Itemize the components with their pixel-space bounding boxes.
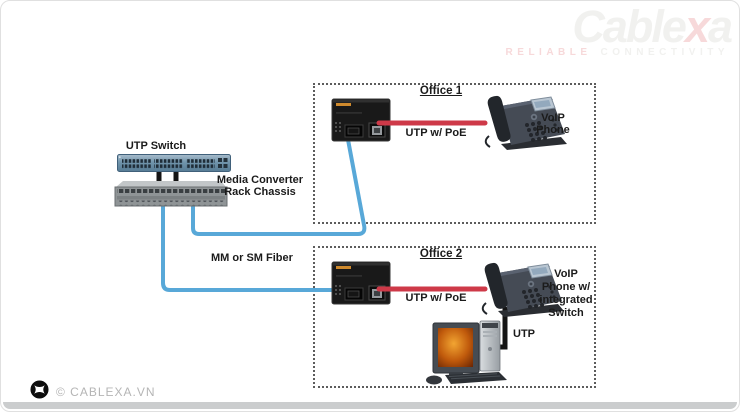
office2-media-converter-device [331, 261, 391, 305]
brand-tagline-word1: RELIABLE [505, 47, 592, 58]
rack-chassis-device [113, 180, 229, 208]
office2-pc-cable-label: UTP [513, 328, 535, 340]
rack-chassis-label: Media Converter Rack Chassis [216, 174, 304, 198]
brand-watermark-accent: x [684, 1, 710, 52]
office2-box [313, 246, 596, 388]
utp-switch-label: UTP Switch [125, 140, 187, 152]
office2-title: Office 2 [419, 248, 463, 260]
brand-tagline: RELIABLE CONNECTIVITY [506, 47, 729, 58]
office2-phone-label: VoIP Phone w/ integrated Switch [539, 268, 593, 319]
office1-phone-label: VoIP Phone [536, 112, 570, 136]
footer-copyright: © CABLEXA.VN [56, 385, 156, 399]
office1-media-converter-device [331, 98, 391, 142]
office1-title: Office 1 [419, 85, 463, 97]
desktop-pc-device [425, 319, 513, 385]
brand-watermark: Cablexa [572, 1, 733, 53]
bottom-accent-bar [3, 402, 737, 409]
office2-poe-cable-label: UTP w/ PoE [405, 292, 467, 304]
office1-poe-cable-label: UTP w/ PoE [405, 127, 467, 139]
footer-logo-icon [30, 380, 49, 399]
brand-watermark-part1: Cable [572, 1, 687, 52]
utp-switch-device [117, 154, 231, 172]
fiber-cable-label: MM or SM Fiber [211, 252, 293, 264]
brand-tagline-word2: CONNECTIVITY [600, 47, 729, 58]
brand-watermark-part2: a [707, 1, 733, 52]
